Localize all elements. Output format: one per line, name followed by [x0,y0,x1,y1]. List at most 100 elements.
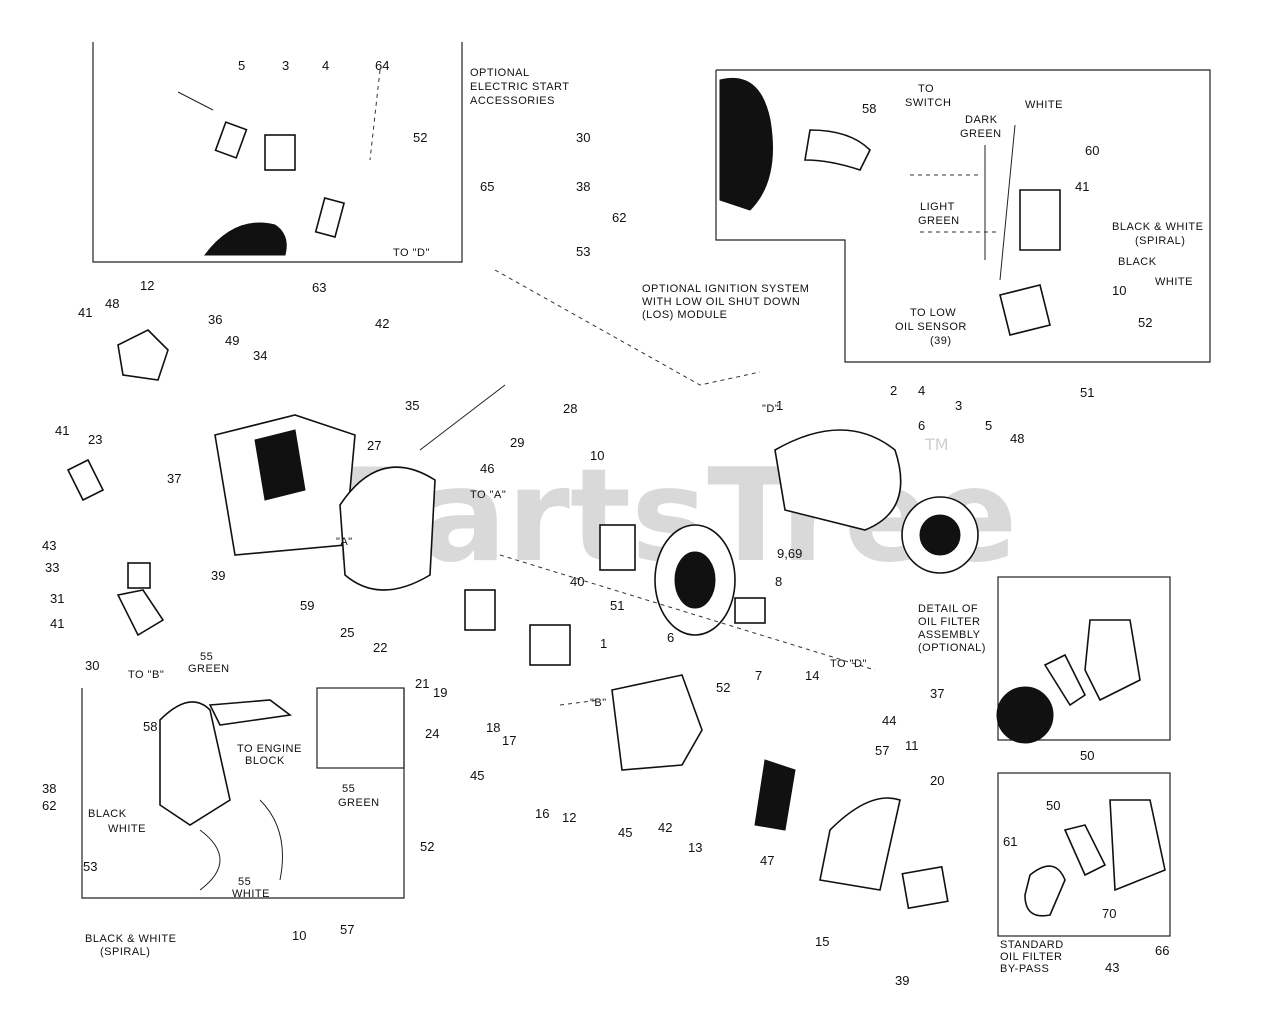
part-number-58: 58 [143,719,157,734]
part-number-41: 41 [1075,179,1089,194]
part-number-39: 39 [211,568,225,583]
part-number-14: 14 [805,668,819,683]
oil-filter-detail-box [997,576,1171,741]
part-number-1: 1 [600,636,607,651]
part-number-61: 61 [1003,834,1017,849]
filter-bracket [1043,653,1087,707]
part-number-17: 17 [502,733,516,748]
part-number-63: 63 [312,280,326,295]
engine-block-ribs [254,429,306,501]
part-number-39: 39 [895,973,909,988]
label-low-oil-3: (39) [930,335,952,347]
label-to-b: TO "B" [128,669,164,681]
flywheel-fins [674,551,716,609]
align-line-b [559,699,601,706]
label-engine-block-1: TO ENGINE [237,743,302,755]
label-bw-spiral-bottom-2: (SPIRAL) [100,946,150,958]
label-d-marker: "D" [762,403,779,415]
part-number-43: 43 [42,538,56,553]
label-to-d: TO "D" [393,247,430,259]
electric-start-inset [92,42,463,263]
label-light-green-2: GREEN [918,215,960,227]
bypass-plate [1024,865,1066,917]
part-number-62: 62 [612,210,626,225]
part-number-64: 64 [375,58,389,73]
recoil-starter-center [919,514,961,556]
label-low-oil-1: TO LOW [910,307,956,319]
part-number-8: 8 [775,574,782,589]
part-number-40: 40 [570,574,584,589]
part-number-51: 51 [610,598,624,613]
label-white-55-2: WHITE [232,888,270,900]
bypass-bracket [1063,824,1107,877]
part-number-35: 35 [405,398,419,413]
part-number-3: 3 [955,398,962,413]
part-number-30: 30 [576,130,590,145]
part-number-38: 38 [576,179,590,194]
align-line-main [499,554,876,671]
starter-bracket [214,121,248,159]
part-number-20: 20 [930,773,944,788]
wire-lead [369,69,381,161]
part-number-42: 42 [658,820,672,835]
part-number-50: 50 [1080,748,1094,763]
label-black: BLACK [1118,256,1157,268]
caption-oil-filter-1: DETAIL OF [918,603,978,615]
part-number-41: 41 [78,305,92,320]
part-number-52: 52 [420,839,434,854]
flywheel-nut [734,597,766,624]
part-number-4: 4 [322,58,329,73]
caption-ignition-1: OPTIONAL IGNITION SYSTEM [642,283,809,295]
part-number-65: 65 [480,179,494,194]
part-number-9-69: 9,69 [777,546,802,561]
part-number-16: 16 [535,806,549,821]
part-number-46: 46 [480,461,494,476]
label-black-white-2: WHITE [108,823,146,835]
bolt-lead [177,91,214,111]
part-number-10: 10 [1112,283,1126,298]
label-white: WHITE [1025,99,1063,111]
main-parts [66,329,979,910]
wiring-box [81,688,405,899]
part-number-44: 44 [882,713,896,728]
part-number-48: 48 [105,296,119,311]
starter-motor-partial [203,222,287,256]
label-dark-green-1: DARK [965,114,998,126]
wiring-inset [81,687,405,899]
part-number-7: 7 [755,668,762,683]
part-number-48: 48 [1010,431,1024,446]
part-number-12: 12 [562,810,576,825]
part-number-47: 47 [760,853,774,868]
label-green-55b-2: GREEN [338,797,380,809]
caption-ignition: OPTIONAL IGNITION SYSTEM WITH LOW OIL SH… [642,283,809,321]
label-bw-spiral-bottom-1: BLACK & WHITE [85,933,176,945]
part-number-70: 70 [1102,906,1116,921]
part-number-57: 57 [340,922,354,937]
part-number-2: 2 [890,383,897,398]
part-number-33: 33 [45,560,59,575]
bearing-plate [464,589,496,631]
ignition-inset [715,69,1211,363]
ignition-wire-labels: TO SWITCH DARK GREEN WHITE LIGHT GREEN B… [895,83,1203,347]
part-number-11: 11 [905,738,919,753]
part-number-45: 45 [470,768,484,783]
wiring-wires [199,799,283,891]
air-cleaner-cover [819,797,901,891]
part-number-59: 59 [300,598,314,613]
air-cleaner-base [611,674,703,771]
label-to-a: TO "A" [470,489,506,501]
caption-standard-filter: STANDARD OIL FILTER BY-PASS [1000,939,1063,975]
part-number-41: 41 [50,616,64,631]
alignment-lines [494,269,876,706]
part-number-10: 10 [590,448,604,463]
caption-electric-start-2: ELECTRIC START [470,81,570,93]
label-b-marker: "B" [590,697,607,709]
part-number-50: 50 [1046,798,1060,813]
caption-electric-start-1: OPTIONAL [470,67,530,79]
part-number-10: 10 [292,928,306,943]
label-black-white-1: BLACK [88,808,127,820]
label-bw-spiral-1: BLACK & WHITE [1112,221,1203,233]
part-number-51: 51 [1080,385,1094,400]
flywheel-partial [996,686,1054,744]
